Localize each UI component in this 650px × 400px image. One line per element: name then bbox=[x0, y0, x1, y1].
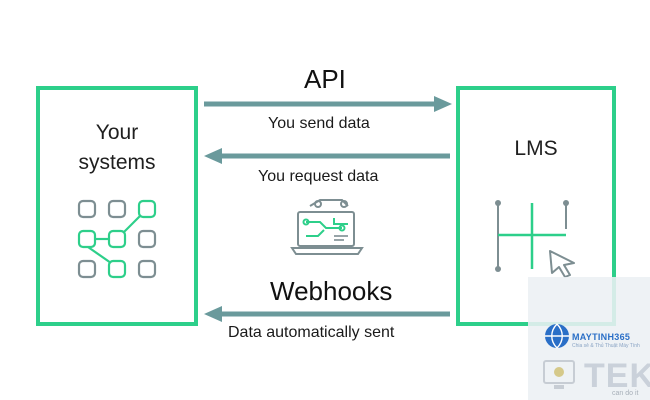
lms-box: LMS bbox=[456, 86, 616, 326]
globe-logo-icon bbox=[545, 323, 569, 349]
watermark-overlay: MAYTINH365 Chia sẻ & Thủ Thuật Máy Tính … bbox=[528, 277, 650, 400]
laptop-circuit-icon bbox=[290, 199, 364, 255]
webhooks-label: Webhooks bbox=[270, 276, 393, 306]
request-arrow bbox=[204, 148, 450, 164]
api-arrow bbox=[204, 96, 452, 112]
watermark-brand: MAYTINH365 bbox=[572, 332, 631, 342]
your-systems-title-line1: Your bbox=[95, 121, 139, 144]
monitor-logo-icon bbox=[543, 360, 575, 389]
watermark-tagline: Chia sẻ & Thủ Thuật Máy Tính bbox=[572, 343, 640, 349]
auto-sent-label: Data automatically sent bbox=[228, 324, 395, 341]
your-systems-title: Your systems bbox=[40, 118, 194, 178]
send-data-label: You send data bbox=[268, 115, 370, 132]
node-grid-icon bbox=[77, 199, 157, 279]
watermark-sub-text: can do it bbox=[612, 390, 639, 397]
api-label: API bbox=[304, 64, 346, 94]
request-data-label: You request data bbox=[258, 168, 379, 185]
your-systems-title-line2: systems bbox=[78, 151, 156, 174]
grid-cursor-icon bbox=[495, 200, 575, 278]
lms-title: LMS bbox=[514, 137, 558, 160]
webhooks-arrow bbox=[204, 306, 450, 322]
watermark-big-text: TEKY bbox=[584, 357, 650, 395]
your-systems-box: Your systems bbox=[36, 86, 198, 326]
